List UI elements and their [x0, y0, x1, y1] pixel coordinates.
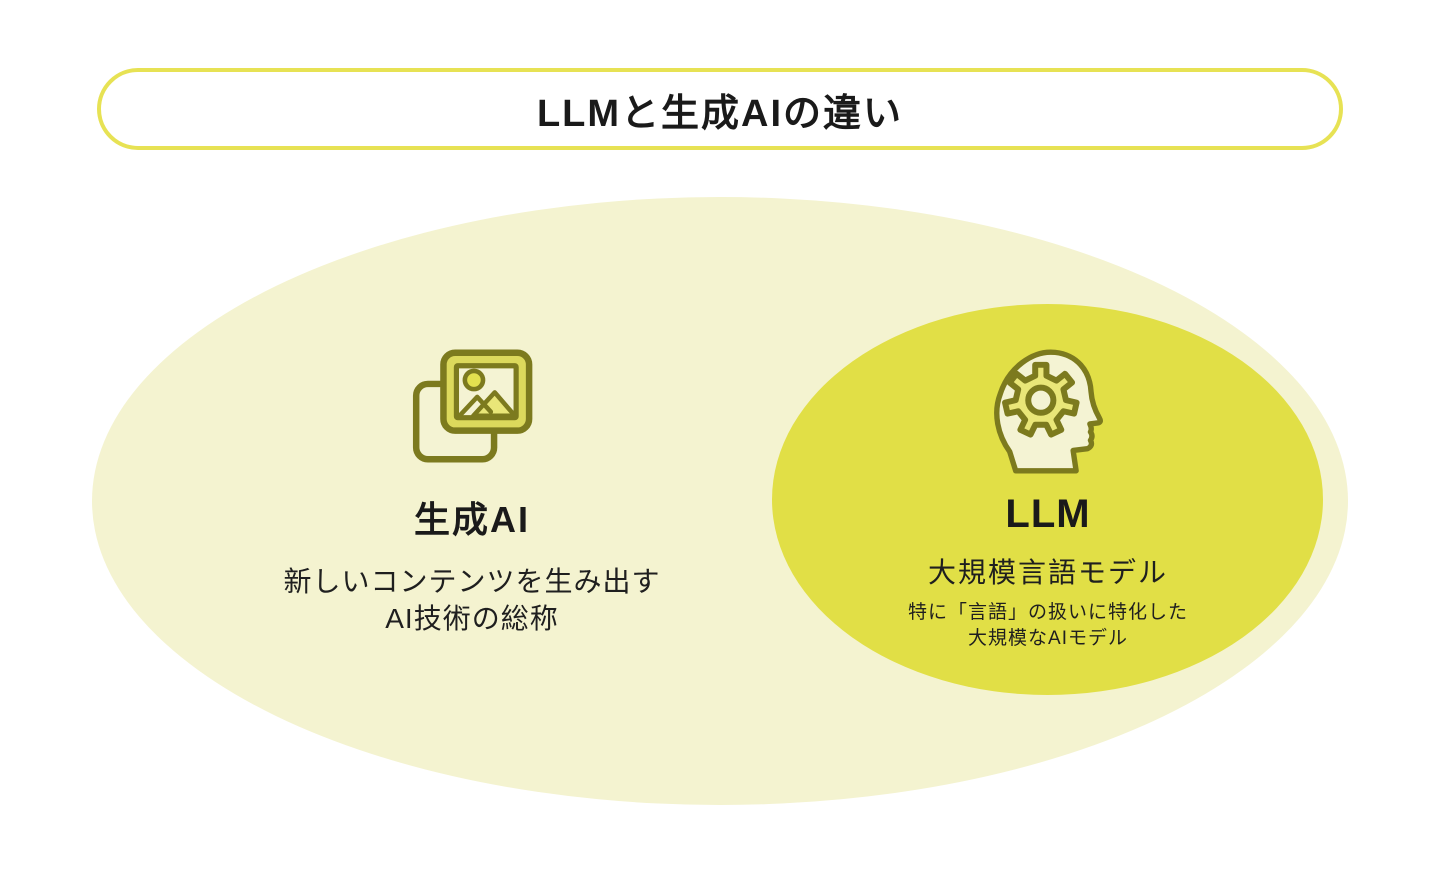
- llm-note-line2: 大規模なAIモデル: [968, 628, 1128, 649]
- llm-note: 特に「言語」の扱いに特化した 大規模なAIモデル: [908, 600, 1188, 652]
- sun-shape: [462, 368, 486, 392]
- llm-note-line1: 特に「言語」の扱いに特化した: [907, 602, 1188, 623]
- llm-label: LLM: [1005, 492, 1091, 536]
- generative-ai-description-line2: AI技術の総称: [385, 603, 559, 634]
- generative-ai-description-line1: 新しいコンテンツを生み出す: [283, 566, 661, 597]
- generative-ai-description: 新しいコンテンツを生み出す AI技術の総称: [283, 563, 660, 637]
- generative-ai-group: 生成AI 新しいコンテンツを生み出す AI技術の総称: [252, 345, 692, 637]
- title-box: LLMと生成AIの違い: [97, 68, 1343, 150]
- llm-group: LLM 大規模言語モデル 特に「言語」の扱いに特化した 大規模なAIモデル: [848, 344, 1248, 652]
- head-gear-icon: [994, 349, 1103, 474]
- mountain-small: [457, 394, 494, 419]
- images-icon: [412, 349, 533, 463]
- gear-shape: [1002, 361, 1080, 438]
- generative-ai-label: 生成AI: [413, 499, 530, 540]
- llm-subtitle: 大規模言語モデル: [927, 557, 1168, 588]
- gear-hole: [1025, 384, 1057, 416]
- page-title: LLMと生成AIの違い: [536, 92, 904, 135]
